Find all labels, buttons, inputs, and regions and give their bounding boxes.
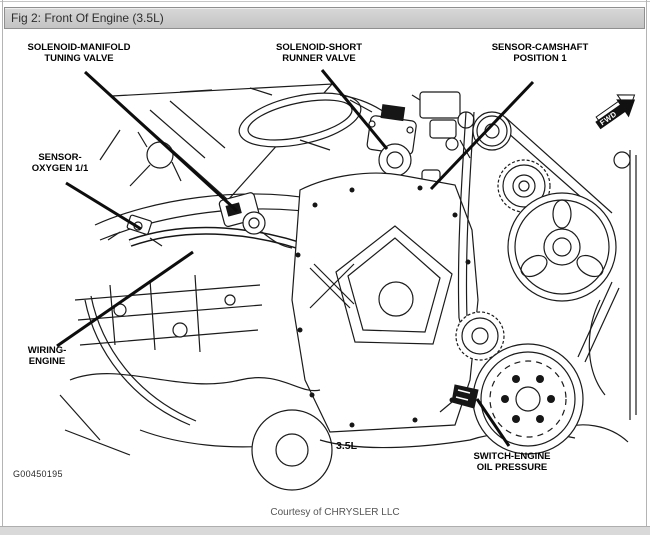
callout-line: WIRING-: [27, 345, 67, 356]
callout-line: SOLENOID-MANIFOLD: [27, 42, 131, 53]
callout-sensor-camshaft-position-1: SENSOR-CAMSHAFT POSITION 1: [478, 42, 602, 64]
callout-switch-engine-oil-pressure: SWITCH-ENGINE OIL PRESSURE: [448, 451, 576, 473]
leader-wiring-engine: [56, 250, 194, 348]
page-left-edge: [2, 0, 3, 535]
leader-sensor-camshaft-position-1: [429, 80, 535, 191]
callout-line: SENSOR-CAMSHAFT: [491, 42, 589, 53]
page-top-edge: [0, 1, 650, 2]
figure-title: Fig 2: Front Of Engine (3.5L): [11, 11, 164, 25]
callout-solenoid-short-runner-valve: SOLENOID-SHORT RUNNER VALVE: [258, 42, 380, 64]
callout-solenoid-manifold-tuning-valve: SOLENOID-MANIFOLD TUNING VALVE: [20, 42, 138, 64]
leader-solenoid-short-runner-valve: [320, 69, 389, 150]
callout-line: ENGINE: [28, 356, 66, 367]
engine-size-label: 3.5L: [336, 440, 358, 452]
figure-title-bar: Fig 2: Front Of Engine (3.5L): [4, 7, 645, 29]
callout-line: OIL PRESSURE: [476, 462, 548, 473]
page-bottom-edge: [0, 526, 650, 535]
callout-line: POSITION 1: [513, 53, 567, 64]
leader-solenoid-manifold-tuning-valve: [83, 70, 239, 213]
callout-line: TUNING VALVE: [44, 53, 114, 64]
courtesy-credit: Courtesy of CHRYSLER LLC: [270, 507, 400, 518]
engine-line-art: [59, 83, 637, 491]
callout-line: RUNNER VALVE: [282, 53, 356, 64]
callout-line: SENSOR-: [38, 152, 82, 163]
callout-sensor-oxygen-1-1: SENSOR- OXYGEN 1/1: [16, 152, 104, 174]
leader-sensor-oxygen-1-1: [65, 181, 142, 231]
callout-line: SOLENOID-SHORT: [275, 42, 363, 53]
callout-line: SWITCH-ENGINE: [473, 451, 551, 462]
fwd-arrow-icon: FWD: [595, 94, 636, 130]
figure-id-code: G00450195: [13, 469, 63, 479]
page-right-edge: [646, 0, 647, 535]
leader-switch-engine-oil-pressure: [475, 398, 511, 447]
callout-line: OXYGEN 1/1: [31, 163, 89, 174]
callout-wiring-engine: WIRING- ENGINE: [16, 345, 78, 367]
